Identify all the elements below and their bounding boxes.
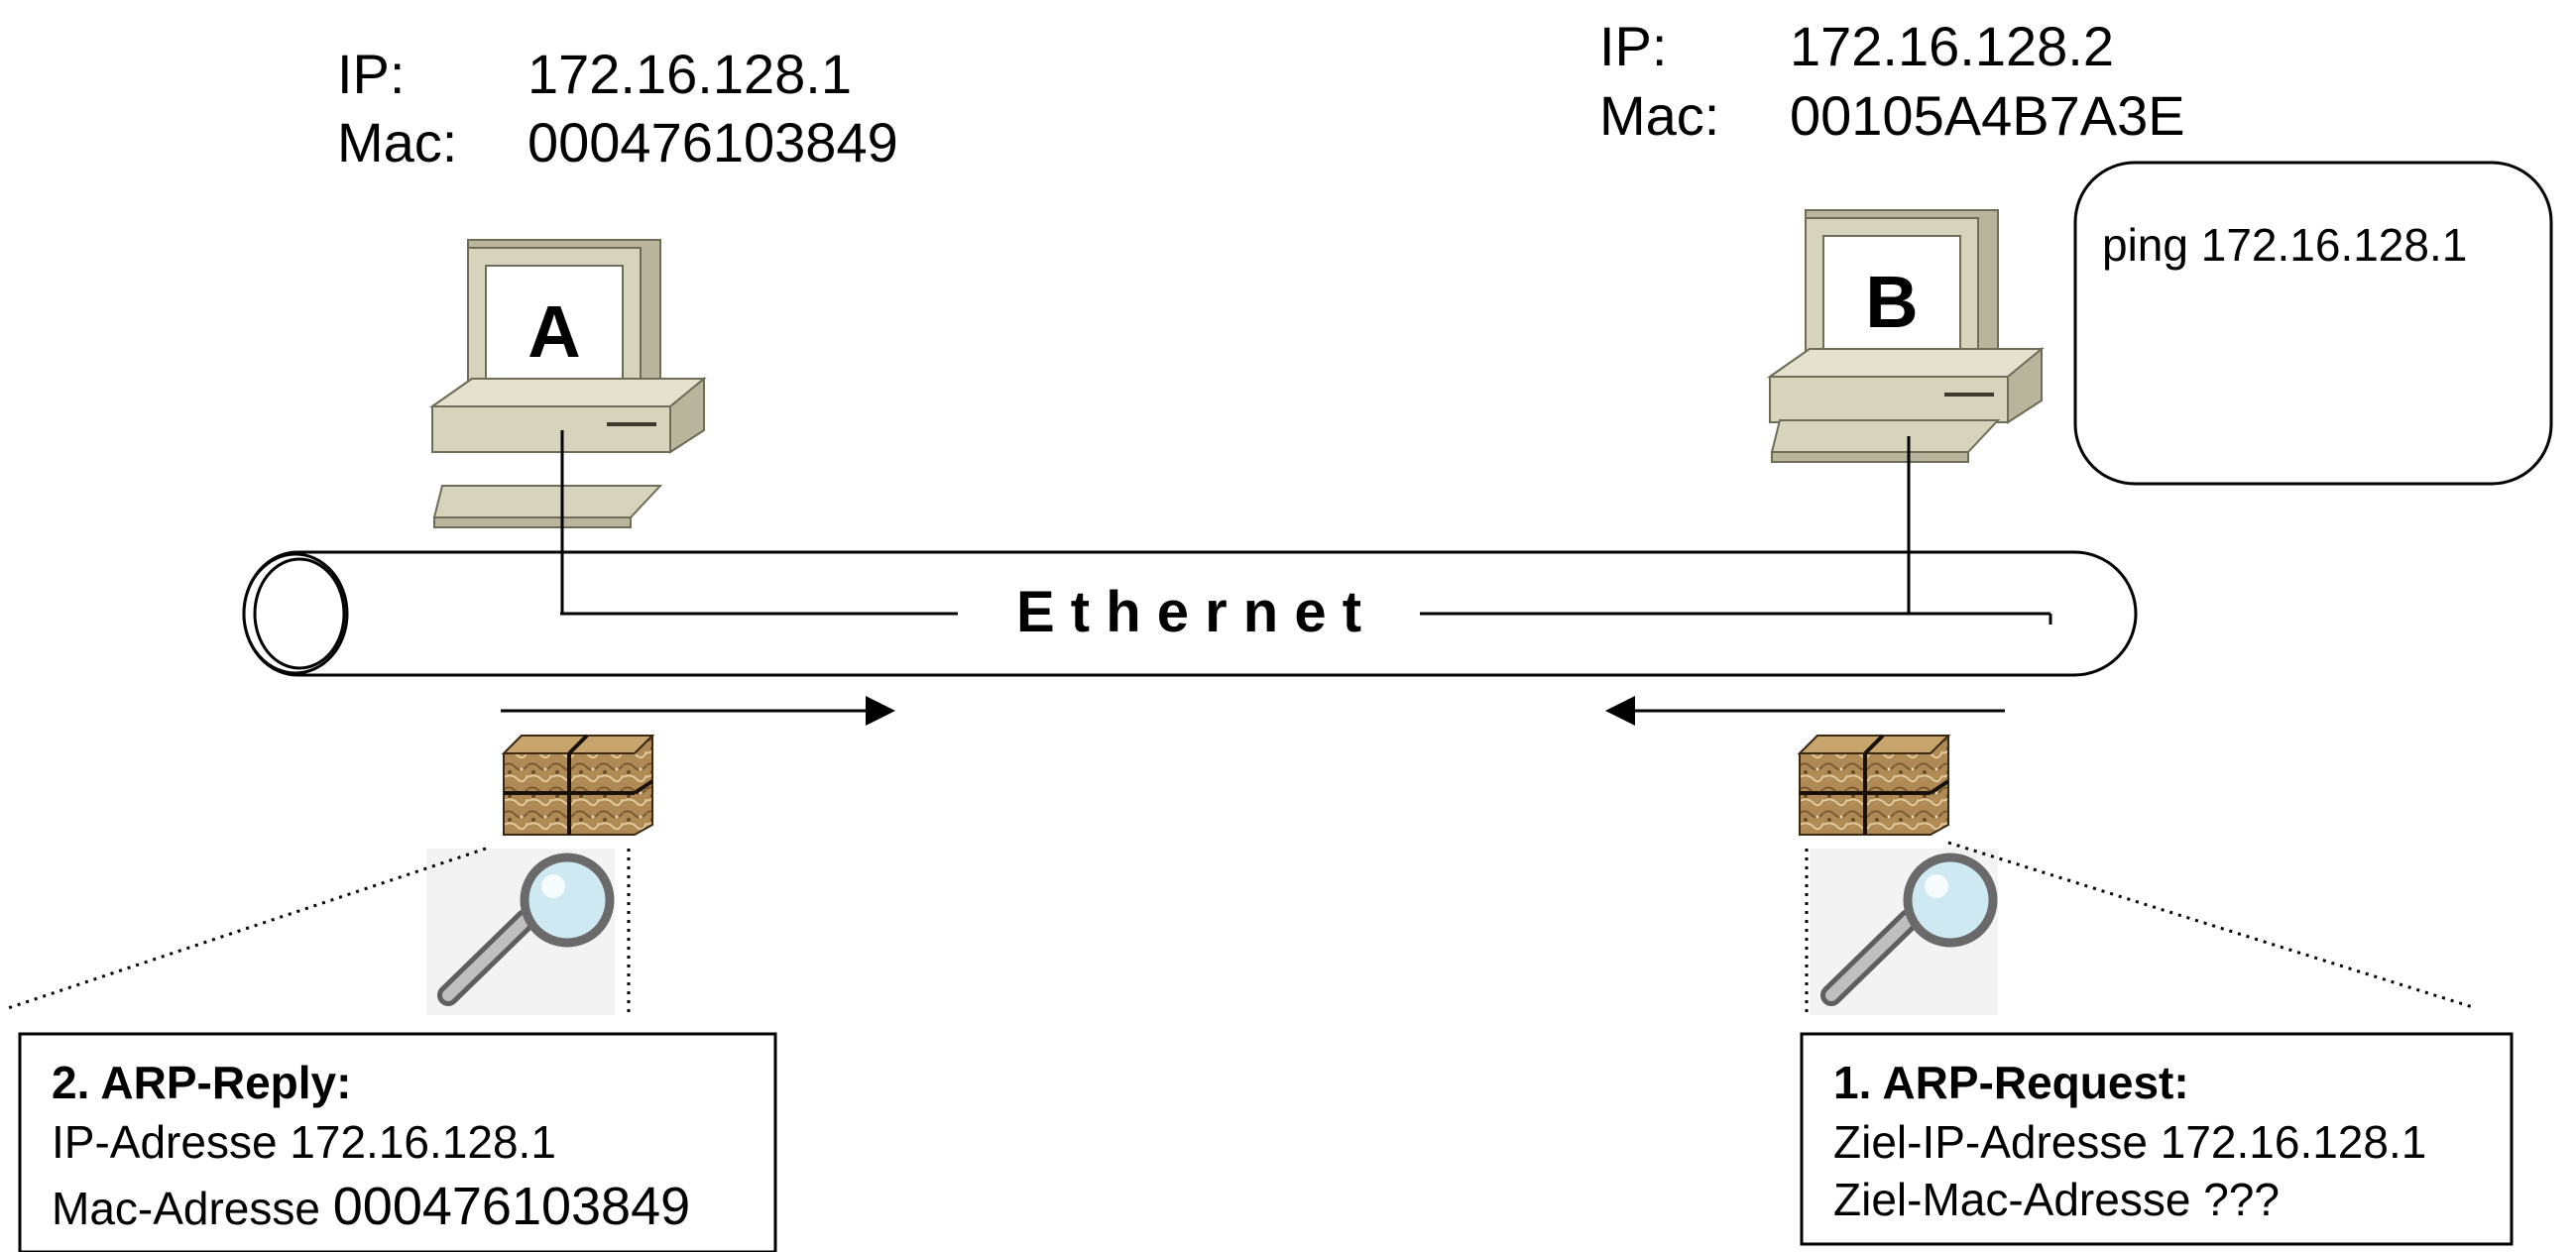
arp-reply-mac-value: 000476103849 (333, 1177, 690, 1236)
reply-zoom-line-left (7, 847, 487, 1010)
arp-request-frame (1800, 1032, 2514, 1246)
ethernet-bus: E t h e r n e t (242, 550, 2138, 677)
host-a-mac-value: 000476103849 (527, 111, 898, 173)
arp-reply-frame (18, 1032, 777, 1252)
tube-end-inner (253, 557, 346, 670)
arp-request-mac-line: Ziel-Mac-Adresse ??? (1833, 1174, 2280, 1225)
host-b-letter: B (1865, 261, 1918, 343)
host-b-ip-label: IP: (1599, 15, 1667, 77)
arp-request-ip-line: Ziel-IP-Adresse 172.16.128.1 (1833, 1116, 2426, 1168)
arp-reply-box: 2. ARP-Reply: IP-Adresse 172.16.128.1 Ma… (18, 1032, 777, 1252)
package-icon-request (1797, 734, 1951, 836)
host-a-letter: A (527, 290, 580, 373)
arp-reply-title: 2. ARP-Reply: (52, 1057, 351, 1108)
host-a-ip-label: IP: (337, 43, 405, 105)
command-box: ping 172.16.128.1 (2073, 161, 2553, 486)
host-b-mac-value: 00105A4B7A3E (1790, 84, 2185, 147)
command-box-frame (2073, 161, 2553, 486)
host-b-ip-value: 172.16.128.2 (1790, 15, 2114, 77)
arp-reply-ip-line: IP-Adresse 172.16.128.1 (52, 1116, 556, 1168)
arp-reply-mac-prefix: Mac-Adresse (52, 1183, 333, 1234)
magnifier-icon-reply (426, 849, 615, 1015)
arp-reply-mac-line: Mac-Adresse 000476103849 (52, 1177, 690, 1236)
magnifier-icon-request (1810, 849, 1998, 1015)
arp-request-box: 1. ARP-Request: Ziel-IP-Adresse 172.16.1… (1800, 1032, 2514, 1246)
command-text: ping 172.16.128.1 (2102, 219, 2467, 271)
host-b-mac-label: Mac: (1599, 84, 1719, 147)
computer-b: B (1766, 209, 2045, 463)
package-icon-reply (501, 734, 655, 836)
computer-a: A (428, 239, 707, 528)
host-b-labels: IP: 172.16.128.2 Mac: 00105A4B7A3E (1599, 15, 2185, 147)
request-zoom-line-right (1947, 841, 2477, 1010)
host-a-labels: IP: 172.16.128.1 Mac: 000476103849 (337, 43, 898, 173)
ethernet-label: E t h e r n e t (1016, 580, 1361, 644)
arp-request-title: 1. ARP-Request: (1833, 1057, 2189, 1108)
host-a-mac-label: Mac: (337, 111, 457, 173)
host-a-ip-value: 172.16.128.1 (527, 43, 852, 105)
